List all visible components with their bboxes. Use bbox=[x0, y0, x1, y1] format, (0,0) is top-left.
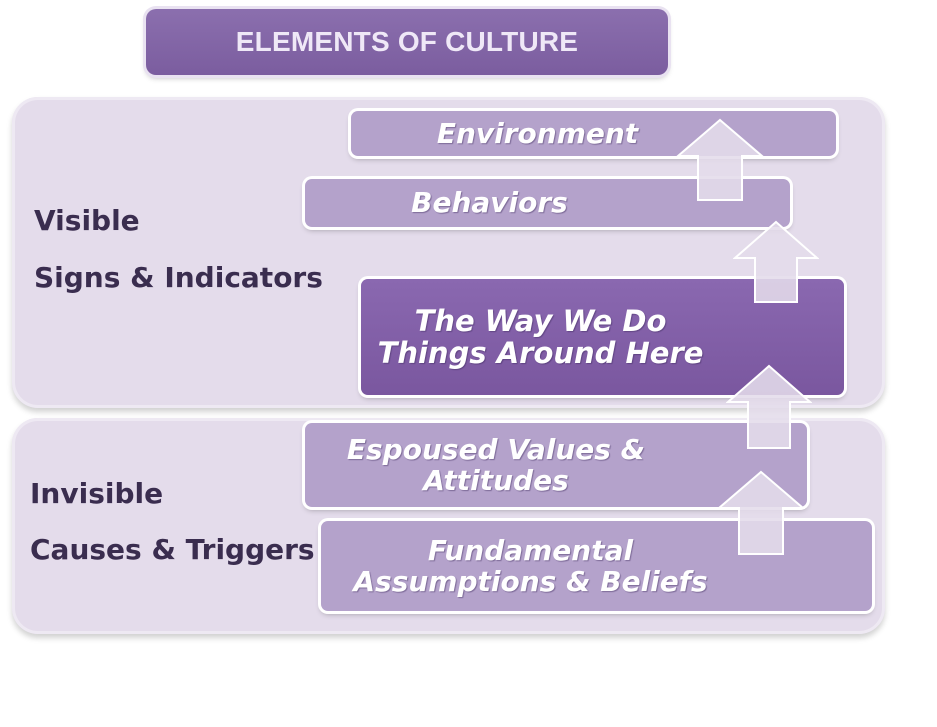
invisible-label: Invisible bbox=[30, 477, 164, 510]
environment-layer: Environment bbox=[351, 111, 836, 156]
fundamental-line-2: Assumptions & Beliefs bbox=[353, 565, 708, 598]
causes-triggers-label: Causes & Triggers bbox=[30, 533, 315, 566]
espoused-line-1: Espoused Values & bbox=[346, 432, 646, 466]
up-arrow-icon bbox=[676, 118, 764, 201]
signs-indicators-label: Signs & Indicators bbox=[34, 261, 323, 294]
visible-label: Visible bbox=[34, 204, 140, 237]
up-arrow-icon bbox=[717, 470, 805, 555]
diagram-title: ELEMENTS OF CULTURE bbox=[146, 9, 668, 75]
way-line-2: Things Around Here bbox=[377, 336, 704, 370]
espoused-line-2: Attitudes bbox=[423, 464, 569, 497]
behaviors-layer: Behaviors bbox=[305, 179, 790, 227]
way-line-1: The Way We Do bbox=[414, 303, 667, 338]
environment-text: Environment bbox=[436, 116, 639, 150]
up-arrow-icon bbox=[733, 220, 819, 303]
behaviors-text: Behaviors bbox=[411, 186, 568, 220]
up-arrow-icon bbox=[726, 364, 812, 449]
fundamental-line-1: Fundamental bbox=[427, 533, 634, 567]
espoused-values-layer: Espoused Values & Attitudes bbox=[305, 423, 807, 507]
